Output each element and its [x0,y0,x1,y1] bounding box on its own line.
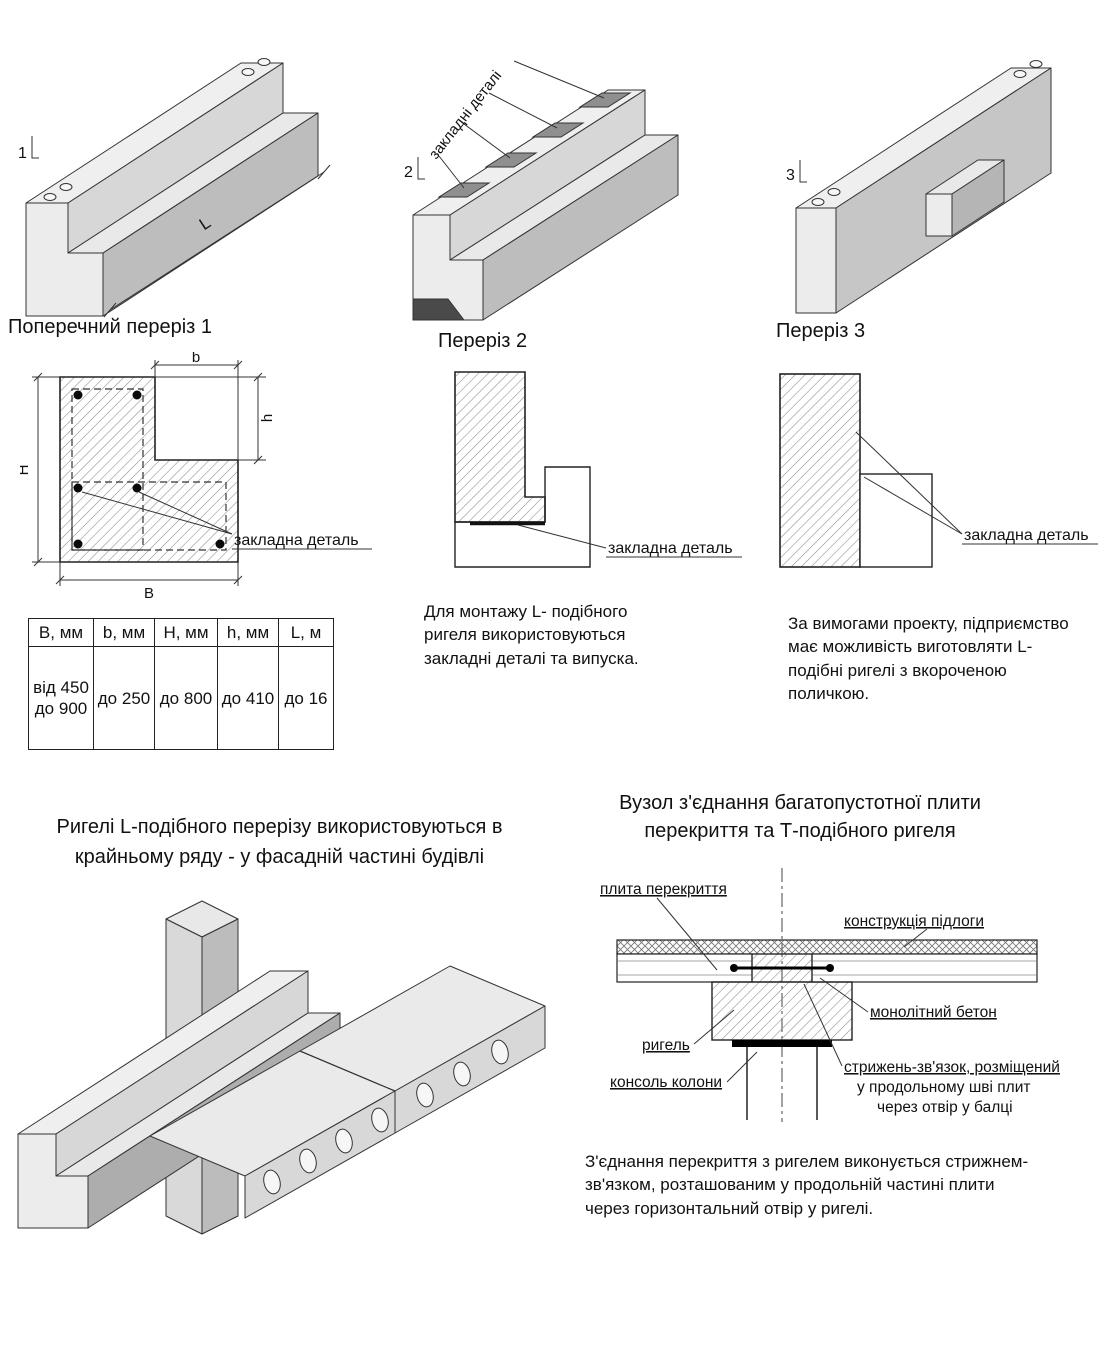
assembly-caption-line1: Ригелі L-подібного перерізу використовую… [56,816,503,838]
lifting-loop-icon [1029,60,1043,68]
beam1-length-dimension [31,136,331,318]
column-console-label: консоль колони [610,1074,722,1091]
cross-section-2-drawing: закладна деталь [454,371,742,568]
dim-B-label: В [144,585,154,602]
dim-H-label: Н [20,465,32,476]
joint-note: З'єднання перекриття з ригелем виконуєть… [585,1152,1029,1218]
lifting-loop-icon [241,68,255,76]
joint-detail-drawing: плита перекриття конструкція підлоги мон… [600,868,1060,1122]
beam3-caption: Переріз 3 [776,320,866,342]
floor-layer [616,939,1038,955]
stirrups [71,388,227,551]
monolithic-concrete-label: монолітний бетон [870,1004,997,1021]
lifting-loop-icon [59,183,73,191]
beam3-short-shelf [925,193,953,237]
bearing-pad [732,1040,832,1047]
table-header-b: b, мм [93,617,155,648]
hollow-core-slabs [149,965,546,1219]
table-header-B: В, мм [28,617,94,648]
floor-label: конструкція підлоги [844,913,984,930]
beam3-isometric-drawing: 3 [786,60,1052,314]
assembly-isometric-drawing [17,900,546,1235]
section-body [779,373,861,568]
table-cell-L: до 16 [278,646,334,751]
beam2-end-notch [412,298,465,321]
label-leaders [656,897,928,1083]
dimensions-table: В, мм b, мм Н, мм h, мм L, м від 450 до … [28,617,334,751]
table-row: від 450 до 900 до 250 до 800 до 410 до 1… [28,646,334,751]
table-header-h: h, мм [217,617,279,648]
beam2-plates-label: закладні деталі [426,67,505,162]
dim-h-label: h [259,414,276,422]
assembly-caption-line2: крайньому ряду - у фасадній частині буді… [74,846,485,868]
rebar-dots [73,390,225,549]
beam1-isometric-drawing: L 1 [18,58,331,318]
lifting-loop-icon [811,198,825,206]
tie-rod-label-line1: стрижень-зв'язок, розміщений [844,1059,1060,1076]
embedded-detail-callout: закладна деталь [234,532,359,549]
joint-title-line2: перекриття та Т-подібного ригеля [644,820,956,842]
cross-section-1-drawing: b h Н В закладна деталь [20,352,372,602]
section-body [59,376,239,563]
dimension-lines [32,360,372,586]
beam3-faces [795,60,1052,314]
floor-slabs [616,953,1038,983]
table-cell-B: від 450 до 900 [28,646,94,751]
callout-leader [855,431,1098,545]
cs2-note: Для монтажу L- подібного ригеля використ… [424,602,639,668]
lifting-loop-icon [1013,70,1027,78]
lifting-loop-icon [257,58,271,66]
girder-body [711,981,853,1041]
cross-section-3-drawing: закладна деталь [779,373,1098,568]
embedded-detail-callout: закладна деталь [964,527,1089,544]
table-header-L: L, м [278,617,334,648]
beam3-section-mark: 3 [786,167,795,184]
girder-label: ригель [642,1037,690,1054]
hollow-cores [263,1039,509,1195]
beam2-embedded-plates [437,92,632,198]
callout-leader [517,524,742,558]
lifting-loop-icon [43,193,57,201]
tie-rod [730,964,834,972]
lifting-loop-icon [827,188,841,196]
tie-rod-label-line3: через отвір у балці [877,1099,1013,1116]
beam2-plate-leaders [417,60,605,189]
tie-rod-label-line2: у продольному шві плит [857,1079,1030,1096]
table-cell-H: до 800 [154,646,218,751]
table-cell-h: до 410 [217,646,279,751]
table-cell-b: до 250 [93,646,155,751]
beam1-caption: Поперечний переріз 1 [8,316,213,338]
beam2-caption: Переріз 2 [438,330,528,352]
cs3-note: За вимогами проекту, підприємство має мо… [788,614,1069,704]
section-body [454,371,546,523]
beam1-section-mark: 1 [18,145,27,162]
column-console [746,1047,818,1120]
embedded-detail-callout: закладна деталь [608,540,733,557]
beam1-faces [25,58,319,317]
beam2-section-mark: 2 [404,164,413,181]
beam3-short-shelf [951,159,1005,237]
joint-title-line1: Вузол з'єднання багатопустотної плити [619,792,981,814]
slab-label: плита перекриття [600,881,727,898]
beam2-isometric-drawing: закладні деталі 2 [404,60,679,321]
table-header-H: Н, мм [154,617,218,648]
support-outline [859,473,933,568]
dim-b-label: b [192,352,200,366]
